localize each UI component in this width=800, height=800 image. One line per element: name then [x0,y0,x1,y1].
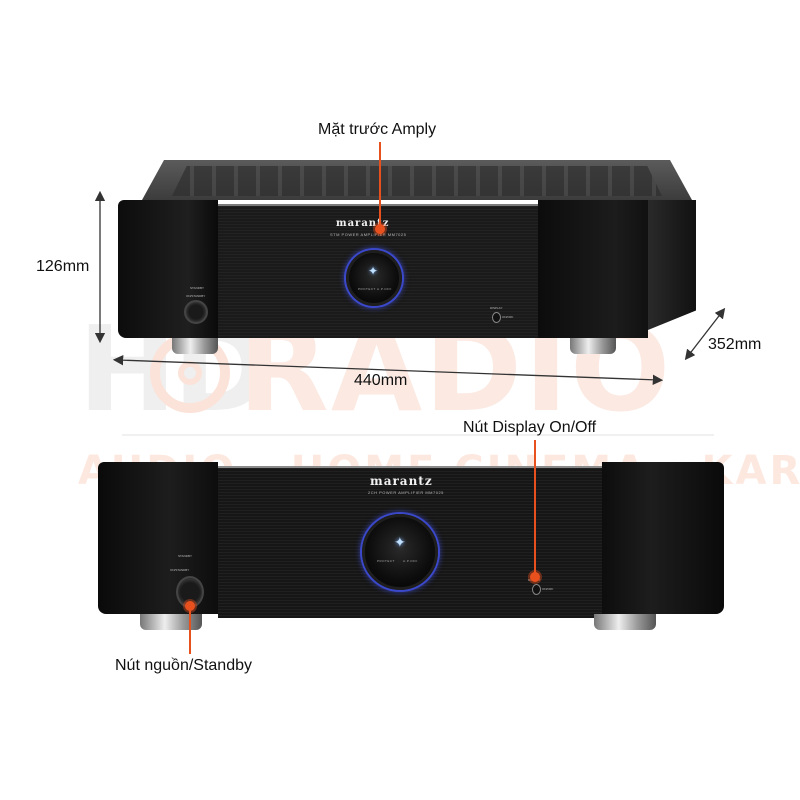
amplifier-side [648,200,696,330]
left-foot [140,614,202,630]
front-panel: marantz 2CH POWER AMPLIFIER MM7025 ✦ PRO… [218,466,602,618]
dial-apoff-label: A.P.OFF [403,559,418,563]
left-foot [172,338,218,354]
standby-indicator-label: STANDBY [190,286,204,290]
front-panel-marker-dot [375,224,385,234]
display-button-annotation: Nút Display On/Off [463,419,597,436]
height-dimension-label: 126mm [36,258,90,275]
watermark-divider [122,434,714,436]
power-button[interactable] [184,300,208,324]
right-foot [594,614,656,630]
model-text: STM POWER AMPLIFIER MM7025 [330,232,407,237]
dial-apoff-label: A.P.OFF [377,287,392,291]
width-dimension-label: 440mm [354,372,408,389]
display-button-leader-line [534,440,536,574]
display-button[interactable] [492,312,501,323]
front-panel-leader-line [379,142,381,226]
protect-indicator-dial: ✦ PROTECT A.P.OFF [346,250,402,306]
power-button-label: ON/STANDBY [186,294,206,298]
display-button-marker-dot [530,572,540,582]
dial-protect-label: PROTECT [358,287,376,291]
right-side-cheek [602,462,724,614]
left-side-cheek: STANDBY ON/STANDBY [98,462,218,614]
right-side-cheek [538,200,648,338]
dial-protect-label: PROTECT [377,559,395,563]
display-label: DISPLAY [490,306,503,310]
power-button-annotation: Nút nguồn/Standby [115,657,252,674]
brand-logo: marantz [370,474,433,488]
front-panel-annotation: Mặt trước Amply [318,121,437,138]
left-side-cheek: STANDBY ON/STANDBY [118,200,218,338]
power-button-leader-line [189,606,191,654]
amplifier-perspective-view: STANDBY ON/STANDBY marantz STM POWER AMP… [112,160,712,360]
depth-dimension-label: 352mm [708,336,762,353]
model-text: 2CH POWER AMPLIFIER MM7025 [368,490,444,495]
power-button-label: ON/STANDBY [170,568,190,572]
right-foot [570,338,616,354]
star-indicator-icon: ✦ [368,264,379,278]
amplifier-vents [172,166,662,196]
standby-indicator-label: STANDBY [178,554,192,558]
star-indicator-icon: ✦ [394,534,406,550]
display-switch-label: ON/OFF [542,587,554,591]
amplifier-front-view: STANDBY ON/STANDBY marantz 2CH POWER AMP… [98,462,724,634]
brand-logo: marantz [336,218,390,229]
display-button[interactable] [532,584,541,595]
protect-indicator-dial: ✦ PROTECT A.P.OFF [362,514,438,590]
display-switch-label: ON/OFF [502,315,514,319]
